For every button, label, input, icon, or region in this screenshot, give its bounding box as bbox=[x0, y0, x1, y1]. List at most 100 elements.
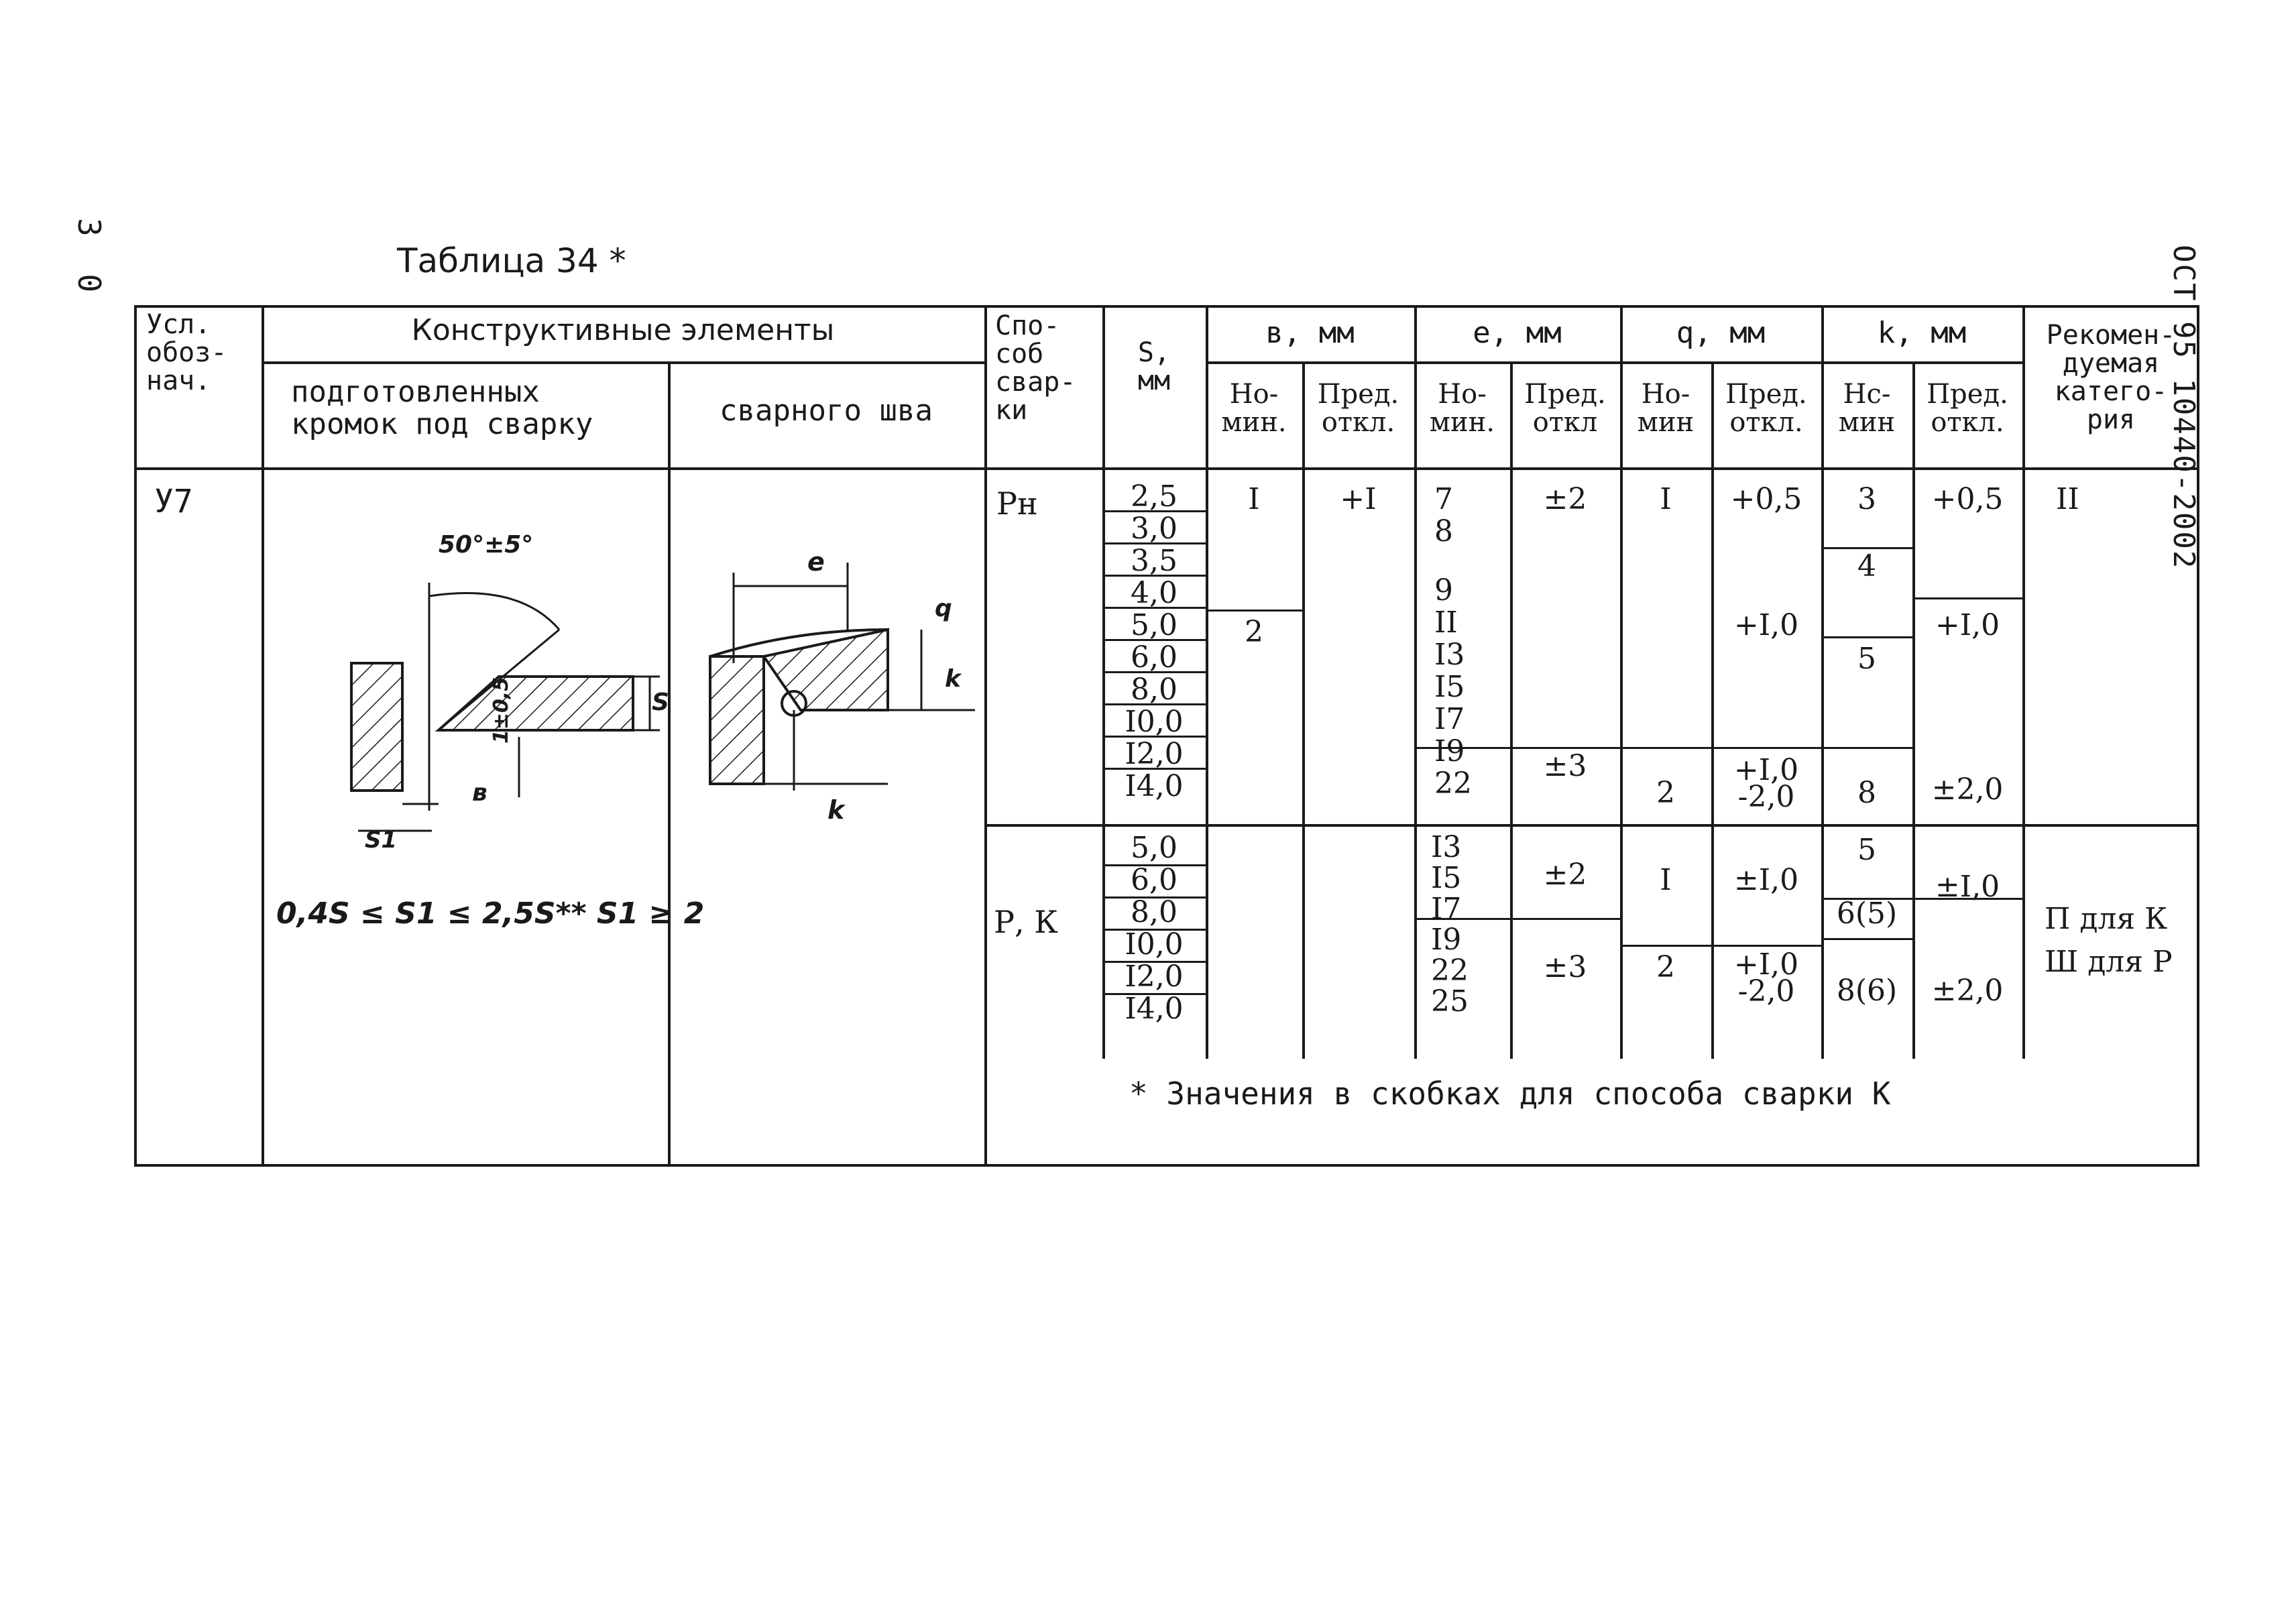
k-dev-2: +I,0 bbox=[1935, 608, 2000, 642]
q-dev-g2-1: ±I,0 bbox=[1733, 863, 1799, 897]
grid-line bbox=[1912, 597, 2022, 599]
s-value: I2,0 bbox=[1125, 960, 1184, 994]
e-dev-g2-2: ±3 bbox=[1543, 950, 1587, 984]
s-label: S bbox=[652, 689, 669, 716]
q-nom-g2-2: 2 bbox=[1656, 950, 1675, 984]
e-dev-1: ±2 bbox=[1543, 482, 1587, 516]
q-dev-line: -2,0 bbox=[1737, 780, 1795, 814]
grid-line bbox=[262, 361, 984, 364]
header-b-dev: Пред. откл. bbox=[1302, 380, 1414, 437]
header-line: ки bbox=[995, 395, 1028, 426]
header-line: нач. bbox=[146, 365, 211, 396]
grid-line bbox=[1102, 607, 1206, 609]
e-nom-group1: 7 8 9 II I3 I5 I7 I9 22 bbox=[1434, 483, 1472, 800]
s-value: I0,0 bbox=[1125, 927, 1184, 962]
q-dev-1: +0,5 bbox=[1730, 482, 1802, 516]
grid-line bbox=[1711, 361, 1714, 1059]
header-line: Усл. bbox=[146, 309, 211, 340]
q-nom-1: I bbox=[1660, 482, 1672, 516]
left-plate bbox=[350, 662, 404, 792]
table-title-text: Таблица 34 bbox=[397, 241, 599, 280]
header-q-nom: Но- мин bbox=[1620, 380, 1711, 437]
grid-line bbox=[984, 308, 987, 1166]
grid-line bbox=[1302, 361, 1305, 1059]
bevel-line bbox=[438, 628, 560, 732]
grid-line bbox=[1206, 361, 2022, 364]
s-value: 3,5 bbox=[1131, 544, 1178, 578]
e-value: 9 bbox=[1434, 573, 1453, 607]
q-label: q bbox=[935, 595, 952, 622]
grid-line bbox=[668, 361, 671, 1166]
s-value: 8,0 bbox=[1131, 673, 1178, 707]
q-dev-line: -2,0 bbox=[1737, 974, 1795, 1008]
header-designation: Усл. обоз- нач. bbox=[146, 310, 227, 395]
header-k-nom: Нс- мин bbox=[1821, 380, 1912, 437]
method-group2: Р, К bbox=[994, 904, 1058, 940]
k-nom-2: 4 bbox=[1857, 549, 1876, 583]
q-dev-2: +I,0 bbox=[1733, 608, 1799, 642]
e-value: I7 bbox=[1434, 702, 1465, 736]
k-nom-1: 3 bbox=[1857, 482, 1876, 516]
header-line: мм bbox=[1137, 365, 1171, 396]
header-line: Спо- bbox=[995, 310, 1060, 341]
s-value: 3,0 bbox=[1131, 512, 1178, 546]
b-nom-2: 2 bbox=[1245, 615, 1263, 649]
header-k-dev: Пред. откл. bbox=[1912, 380, 2022, 437]
e-value: I3 bbox=[1431, 830, 1462, 864]
category-line: Ш для Р bbox=[2045, 945, 2173, 979]
header-line: Но- bbox=[1438, 379, 1487, 410]
grid-line bbox=[1102, 510, 1206, 512]
header-line: откл. bbox=[1729, 407, 1803, 438]
e-value: 8 bbox=[1434, 514, 1453, 548]
grid-line bbox=[137, 467, 2199, 470]
s-value: 8,0 bbox=[1131, 895, 1178, 929]
k-dev-1: +0,5 bbox=[1931, 482, 2004, 516]
s-value: I4,0 bbox=[1125, 992, 1184, 1026]
grid-line bbox=[1102, 639, 1206, 641]
grid-line bbox=[1821, 898, 2022, 900]
angle-arc bbox=[428, 592, 561, 630]
e-value: I7 bbox=[1431, 892, 1462, 926]
left-plate bbox=[709, 655, 765, 785]
s-value: I4,0 bbox=[1125, 769, 1184, 803]
grid-line bbox=[1102, 864, 1206, 866]
grid-line bbox=[1821, 938, 1912, 940]
header-line: откл. bbox=[1931, 407, 2004, 438]
weld-seam-drawing bbox=[709, 563, 975, 791]
e-value: I9 bbox=[1431, 923, 1462, 957]
weld-table: Усл. обоз- нач. Конструктивные элементы … bbox=[134, 305, 2199, 1167]
e-label: е bbox=[807, 547, 825, 577]
q-dev-line: +I,0 bbox=[1733, 947, 1799, 982]
header-line: Но- bbox=[1229, 379, 1279, 410]
grid-line bbox=[2022, 308, 2025, 1059]
page-number: 3 0 bbox=[71, 218, 107, 302]
q-dev-3: +I,0 -2,0 bbox=[1711, 756, 1821, 814]
header-category: Рекомен- дуемая катего- рия bbox=[2022, 321, 2199, 434]
e-value: 25 bbox=[1431, 984, 1469, 1019]
b-dev: +I bbox=[1340, 482, 1377, 516]
header-b-nom: Но- мин. bbox=[1206, 380, 1302, 437]
k-nom-4: 8 bbox=[1857, 776, 1876, 810]
header-line: откл bbox=[1532, 407, 1598, 438]
header-b: в, мм bbox=[1265, 316, 1355, 350]
b-label: в bbox=[472, 779, 487, 807]
s-values-group1: 2,5 3,0 3,5 4,0 5,0 6,0 8,0 I0,0 I2,0 I4… bbox=[1102, 481, 1206, 803]
k-dev-3: ±2,0 bbox=[1931, 772, 2004, 807]
s-value: 5,0 bbox=[1131, 608, 1178, 642]
grid-line bbox=[1821, 636, 1912, 638]
table-title-mark: * bbox=[609, 241, 626, 280]
right-plate bbox=[435, 675, 634, 732]
header-k: k, мм bbox=[1877, 316, 1967, 350]
header-line: соб bbox=[995, 339, 1044, 369]
grid-line bbox=[1912, 361, 1915, 1059]
header-e-nom: Но- мин. bbox=[1414, 380, 1510, 437]
grid-line bbox=[1620, 747, 1821, 749]
k-nom-g2-2: 6(5) bbox=[1836, 896, 1898, 931]
s-value: 6,0 bbox=[1131, 863, 1178, 897]
k-label-bottom: k bbox=[827, 795, 845, 825]
header-line: откл. bbox=[1321, 407, 1395, 438]
e-dev-2: ±3 bbox=[1543, 749, 1587, 783]
header-line: подготовленных bbox=[291, 375, 540, 409]
header-prepared-edges: подготовленных кромок под сварку bbox=[291, 376, 593, 441]
s1-label: S1 bbox=[365, 827, 398, 854]
